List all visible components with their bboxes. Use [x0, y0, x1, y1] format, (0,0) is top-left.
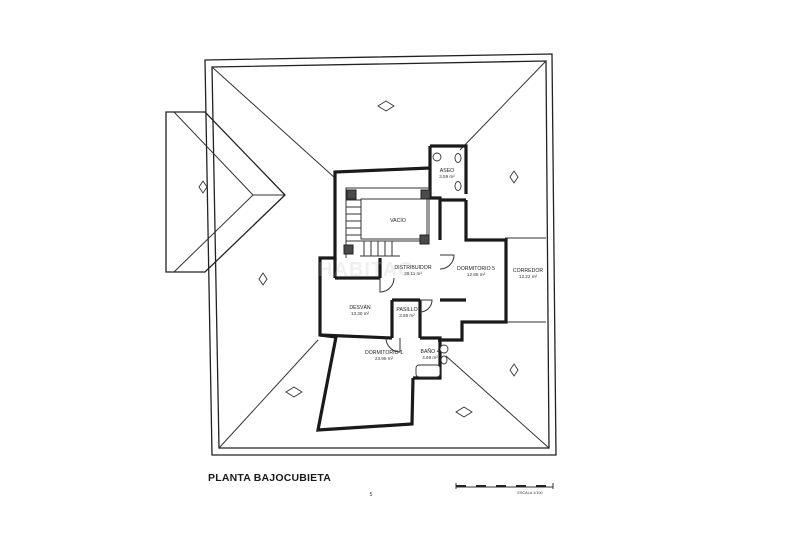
room-name-corredor: CORREDOR	[513, 268, 544, 274]
room-area-dormitorio-1: 23.95 m²	[375, 356, 394, 361]
slope-arrow-south-2	[455, 406, 473, 418]
room-labels: ASEO 3.59 m² VACÍO DISTRIBUIDOR 28.11 m²…	[349, 168, 543, 361]
scale-label: ESCALA 1/100	[517, 491, 542, 495]
column-sw	[343, 244, 354, 255]
bano-washbasin	[439, 344, 449, 354]
aseo-washbasin	[432, 152, 442, 162]
bano-toilet	[440, 355, 448, 365]
columns	[343, 189, 431, 255]
bathroom-fixtures	[415, 152, 462, 378]
roof-outline	[165, 53, 557, 456]
slope-arrow-west	[198, 180, 208, 194]
room-area-pasillo: 3.85 m²	[399, 313, 415, 318]
stair-treads	[346, 199, 393, 256]
door-distribuidor-desvan	[379, 277, 395, 293]
column-nw	[346, 189, 357, 200]
door-pasillo	[419, 299, 433, 313]
room-name-dormitorio-1: DORMITORIO 1	[365, 350, 403, 356]
watermark: HABITAC	[318, 259, 414, 281]
interior-walls	[316, 144, 508, 432]
slope-arrow-east-2	[509, 363, 519, 377]
void-stair	[345, 187, 430, 258]
room-name-vacio: VACÍO	[390, 217, 406, 224]
column-se	[419, 234, 430, 245]
door-dormitorio-5	[439, 254, 455, 270]
column-ne	[420, 189, 431, 200]
room-area-distribuidor: 28.11 m²	[404, 271, 422, 276]
aseo-toilet	[454, 153, 462, 163]
aseo-bidet	[454, 181, 462, 191]
room-area-dormitorio-5: 12.85 m²	[467, 272, 486, 277]
room-name-bano-4: BAÑO 4	[420, 348, 439, 355]
scale-bar: ESCALA 1/100	[455, 483, 554, 495]
bano-bathtub	[415, 364, 441, 378]
page-number: 5	[370, 492, 373, 498]
room-area-desvan: 13.30 m²	[351, 311, 370, 316]
room-name-desvan: DESVÁN	[349, 304, 371, 311]
room-name-distribuidor: DISTRIBUIDOR	[394, 265, 431, 271]
slope-arrow-west-2	[258, 272, 268, 286]
door-dormitorio-1	[385, 337, 401, 353]
room-name-dormitorio-5: DORMITORIO 5	[457, 266, 495, 272]
door-swings	[379, 254, 455, 353]
room-area-aseo: 3.59 m²	[439, 174, 455, 179]
room-area-corredor: 12.22 m²	[519, 274, 538, 279]
slope-arrow-south	[285, 386, 303, 398]
slope-arrow-east	[509, 170, 519, 184]
room-area-bano-4: 4.69 m²	[422, 355, 438, 360]
room-name-pasillo: PASILLO	[396, 307, 417, 313]
room-name-aseo: ASEO	[440, 168, 454, 174]
slope-arrows	[198, 100, 519, 418]
plan-title: PLANTA BAJOCUBIETA	[208, 472, 331, 484]
slope-arrow-north	[377, 100, 395, 112]
